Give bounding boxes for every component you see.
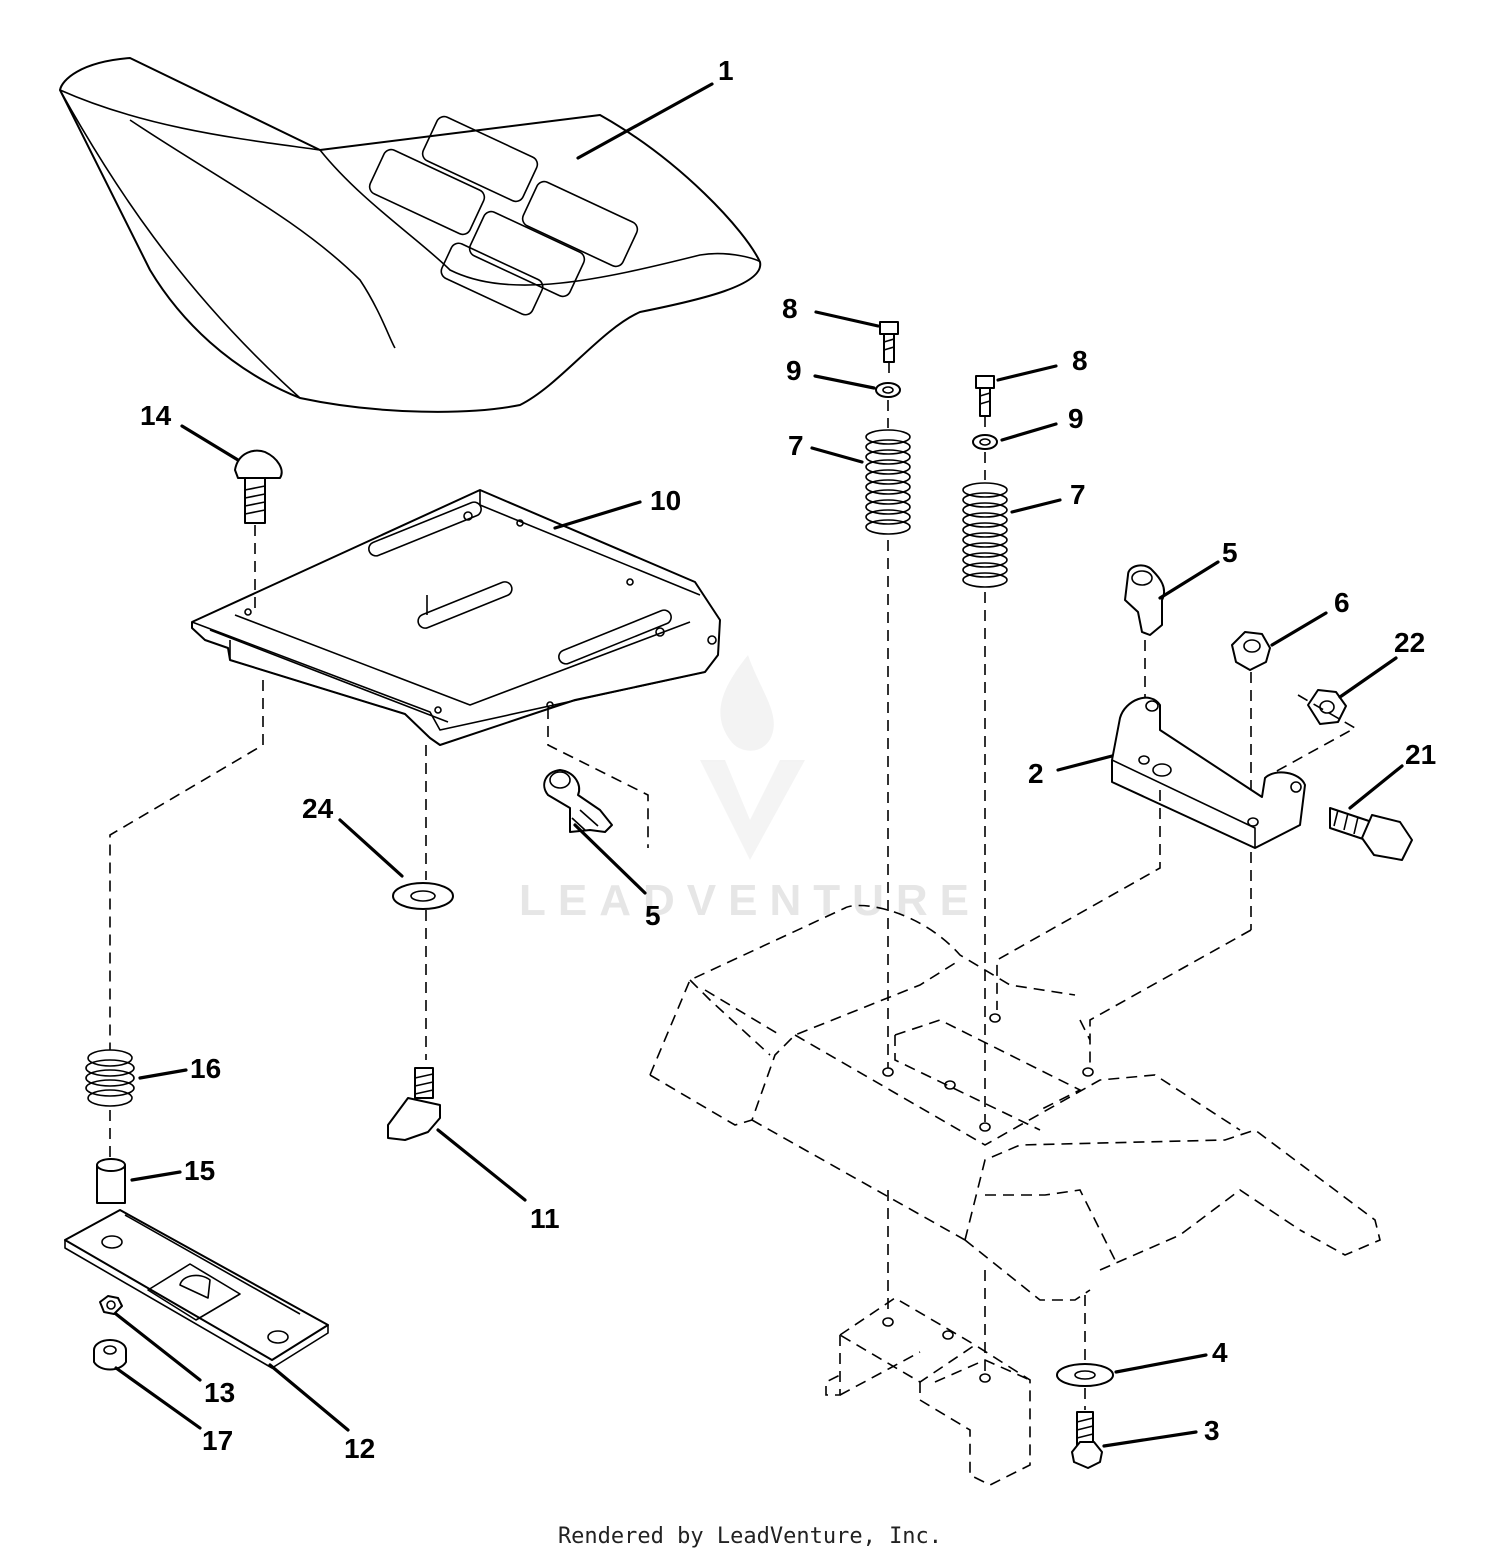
callout-5-left: 5 bbox=[645, 900, 661, 931]
callout-8-right: 8 bbox=[1072, 345, 1088, 376]
watermark-logo bbox=[700, 655, 805, 860]
callout-3: 3 bbox=[1204, 1415, 1220, 1446]
callout-5-right: 5 bbox=[1222, 537, 1238, 568]
washer-24 bbox=[392, 882, 454, 910]
callout-11: 11 bbox=[530, 1203, 560, 1234]
callout-9-left: 9 bbox=[786, 355, 802, 386]
seat-pan bbox=[191, 489, 721, 746]
spring-small bbox=[85, 1049, 135, 1107]
seat-pads bbox=[368, 115, 639, 316]
nut-13 bbox=[99, 1295, 123, 1315]
nut-6 bbox=[1231, 631, 1271, 671]
callout-16: 16 bbox=[190, 1053, 221, 1084]
bracket bbox=[1111, 696, 1306, 849]
callout-2: 2 bbox=[1028, 758, 1044, 789]
bolt-21 bbox=[1329, 807, 1413, 861]
callout-9-right: 9 bbox=[1068, 403, 1084, 434]
nut-17 bbox=[93, 1339, 127, 1371]
callout-24: 24 bbox=[302, 793, 334, 824]
footer-credit: Rendered by LeadVenture, Inc. bbox=[557, 1524, 943, 1549]
watermark-text: LEADVENTURE bbox=[519, 876, 981, 925]
callout-7-left: 7 bbox=[788, 430, 804, 461]
screw-bottom bbox=[1071, 1411, 1103, 1469]
callout-10: 10 bbox=[650, 485, 681, 516]
callout-21: 21 bbox=[1405, 739, 1436, 770]
callout-7-right: 7 bbox=[1070, 479, 1086, 510]
callout-6: 6 bbox=[1334, 587, 1350, 618]
washer-right bbox=[972, 434, 998, 450]
clip-left bbox=[543, 769, 613, 833]
callout-8-left: 8 bbox=[782, 293, 798, 324]
callout-13: 13 bbox=[204, 1377, 235, 1408]
callout-22: 22 bbox=[1394, 627, 1425, 658]
tractor-frame bbox=[649, 904, 1381, 1486]
callout-15: 15 bbox=[184, 1155, 215, 1186]
callout-14: 14 bbox=[140, 400, 172, 431]
spring-left bbox=[865, 429, 911, 535]
spacer bbox=[96, 1158, 126, 1204]
callout-4: 4 bbox=[1212, 1337, 1228, 1368]
callout-17: 17 bbox=[202, 1425, 233, 1456]
callout-12: 12 bbox=[344, 1433, 375, 1464]
clip-right bbox=[1124, 564, 1166, 636]
knob bbox=[387, 1067, 441, 1141]
washer-left bbox=[875, 382, 901, 398]
washer-bottom bbox=[1056, 1363, 1114, 1387]
seat bbox=[59, 57, 762, 413]
bolt-left bbox=[879, 321, 899, 363]
spring-right bbox=[962, 482, 1008, 588]
nut-22 bbox=[1307, 689, 1347, 725]
callout-1: 1 bbox=[718, 55, 734, 86]
bolt-right bbox=[975, 375, 995, 417]
carriage-bolt bbox=[234, 449, 283, 524]
